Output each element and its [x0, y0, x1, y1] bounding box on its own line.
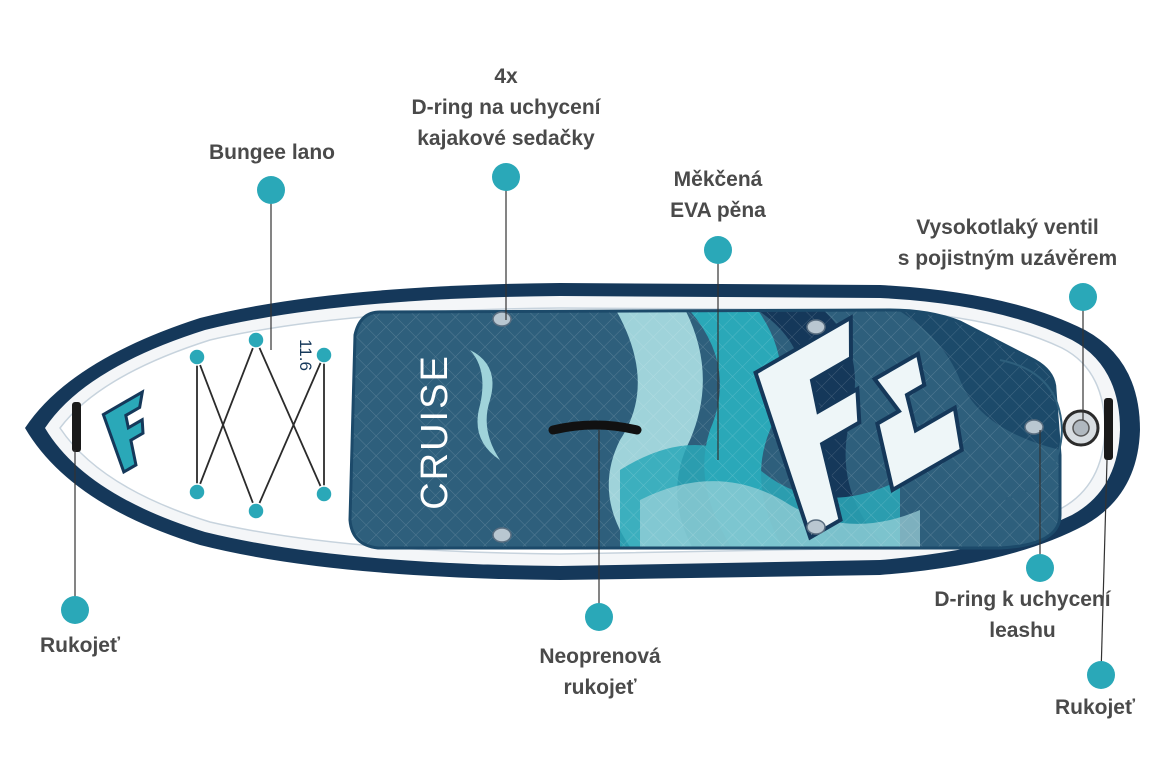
label-handle-nose: Rukojeť: [15, 630, 145, 661]
f2-logo-deck: [753, 314, 964, 541]
callout-dots: [61, 163, 1115, 689]
label-neoprene-handle-line-2: rukojeť: [563, 676, 637, 699]
label-d-ring-seat-line-1: 4x: [494, 65, 518, 88]
callout-dot-eva-foam: [704, 236, 732, 264]
label-d-ring-leash-line-1: D-ring k uchycení: [934, 588, 1111, 611]
callout-dot-d-ring-seat: [492, 163, 520, 191]
label-bungee: Bungee lano: [182, 137, 362, 168]
label-d-ring-seat-line-2: D-ring na uchycení: [411, 96, 601, 119]
neoprene-handle: [548, 420, 642, 435]
label-eva-foam-line-2: EVA pěna: [670, 199, 766, 222]
label-handle-tail-line-1: Rukojeť: [1054, 696, 1136, 719]
label-valve-line-2: s pojistným uzávěrem: [897, 247, 1118, 270]
callout-dot-valve: [1069, 283, 1097, 311]
label-d-ring-seat: 4x D-ring na uchycení kajakové sedačky: [386, 61, 626, 154]
leader-lines: [74, 177, 1108, 676]
label-d-ring-leash: D-ring k uchycení leashu: [905, 584, 1140, 646]
label-valve: Vysokotlaký ventil s pojistným uzávěrem: [870, 212, 1145, 274]
valve: [1062, 409, 1100, 447]
label-d-ring-leash-line-2: leashu: [989, 619, 1056, 642]
callout-dot-bungee: [257, 176, 285, 204]
bungee-cords: [196, 339, 325, 512]
callout-dot-neoprene-handle: [585, 603, 613, 631]
label-eva-foam: Měkčená EVA pěna: [638, 164, 798, 226]
label-bungee-line-1: Bungee lano: [208, 141, 335, 164]
label-handle-nose-line-1: Rukojeť: [39, 634, 121, 657]
label-d-ring-seat-line-3: kajakové sedačky: [417, 127, 595, 150]
callout-dot-handle-tail: [1087, 661, 1115, 689]
callout-dot-d-ring-leash: [1026, 554, 1054, 582]
bungee-anchors: [188, 331, 333, 520]
tail-handle: [1104, 398, 1113, 460]
label-neoprene-handle: Neoprenová rukojeť: [500, 641, 700, 703]
nose-handle: [72, 402, 81, 452]
board-size-text: 11.6: [296, 339, 315, 371]
board-model-text: CRUISE: [414, 354, 456, 510]
label-valve-line-1: Vysokotlaký ventil: [916, 216, 1099, 239]
f2-logo-nose: [101, 389, 145, 475]
label-neoprene-handle-line-1: Neoprenová: [539, 645, 661, 668]
label-eva-foam-line-1: Měkčená: [673, 168, 763, 191]
label-handle-tail: Rukojeť: [1040, 692, 1150, 723]
wave-emblem: [470, 350, 500, 460]
callout-dot-handle-nose: [61, 596, 89, 624]
